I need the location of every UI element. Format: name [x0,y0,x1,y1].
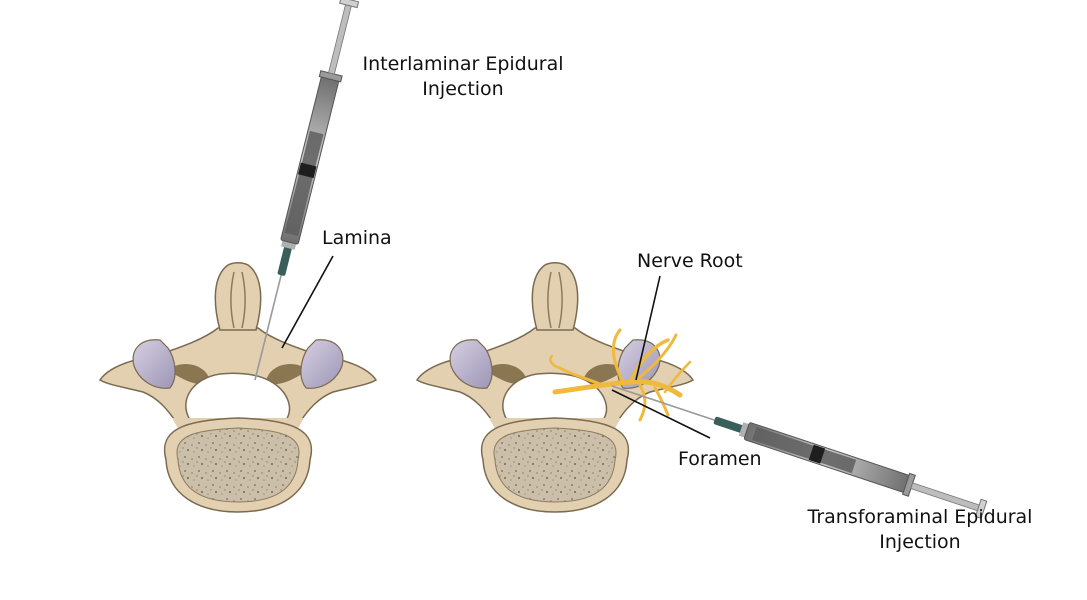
nerve-root-label: Nerve Root [637,250,743,272]
left-vertebra [99,262,377,513]
transforaminal-label: Transforaminal Epidural Injection [800,505,1040,555]
foramen-leader-line [611,389,711,439]
interlaminar-label-line2: Injection [422,78,504,100]
transforaminal-label-line1: Transforaminal Epidural [807,506,1033,528]
transforaminal-label-line2: Injection [879,531,961,553]
nerve-root-leader-line [635,275,661,381]
lamina-leader-line [281,255,334,349]
interlaminar-label-line1: Interlaminar Epidural [362,53,564,75]
lamina-label: Lamina [322,227,392,249]
foramen-label: Foramen [678,448,762,470]
interlaminar-label: Interlaminar Epidural Injection [358,52,568,102]
interlaminar-syringe [243,0,362,384]
right-vertebra [416,262,694,513]
transforaminal-syringe [607,374,989,521]
